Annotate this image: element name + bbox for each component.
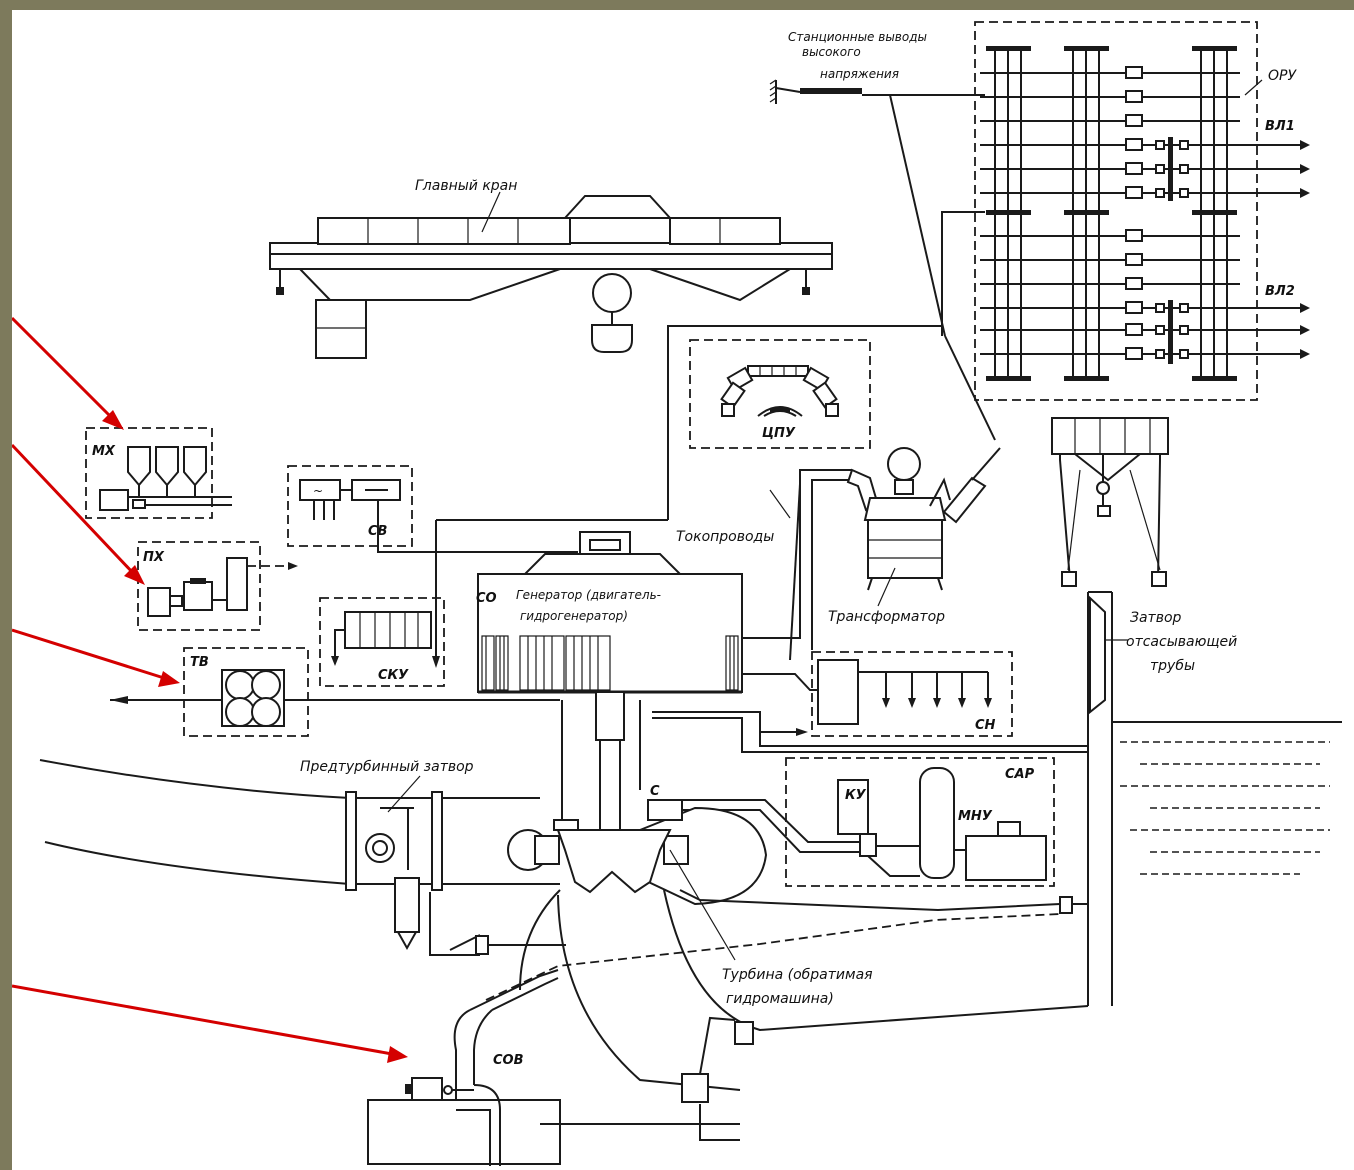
px-label: ПХ <box>143 550 165 565</box>
c-label: С <box>650 784 660 799</box>
so-label: СО <box>476 591 497 606</box>
cpu-label: ЦПУ <box>762 426 796 441</box>
sov-unit: СОВ <box>367 1053 740 1166</box>
main-crane: Главный кран <box>269 178 833 359</box>
busbars-label: Токопроводы <box>676 529 774 545</box>
gate-label-3: трубы <box>1150 658 1195 674</box>
station-outputs-label-1: Станционные выводы <box>788 30 927 44</box>
sar-unit: САР КУ МНУ <box>680 757 1055 887</box>
oru-switchyard: ОРУ ВЛ1 <box>941 21 1310 401</box>
schematic-sheet: Главный кран Станционные выводы высокого… <box>12 10 1354 1170</box>
gate-label-2: отсасывающей <box>1126 634 1237 650</box>
vl1-label: ВЛ1 <box>1265 119 1295 134</box>
ku-label: КУ <box>845 788 867 803</box>
busbars-transformer: Токопроводы Трансформатор <box>676 447 1001 661</box>
generator-label-2: гидрогенератор) <box>520 609 628 623</box>
tv-label: ТВ <box>190 655 209 670</box>
mx-unit: МХ <box>85 427 232 519</box>
sn-label: СН <box>975 718 996 733</box>
gate-label-1: Затвор <box>1130 610 1182 626</box>
pointer-arrow-mx <box>12 316 114 420</box>
turbine-label-1: Турбина (обратимая <box>722 967 873 983</box>
preturbine-gate-label: Предтурбинный затвор <box>300 759 474 775</box>
sov-label: СОВ <box>493 1053 524 1068</box>
sn-unit: СН <box>811 651 1013 737</box>
oru-label: ОРУ <box>1268 68 1297 84</box>
main-crane-label: Главный кран <box>415 178 517 194</box>
turbine-assembly: Предтурбинный затвор С Турбина (обратима… <box>39 759 1089 1141</box>
sku-unit: СКУ <box>319 597 445 687</box>
mx-label: МХ <box>92 444 116 459</box>
transformer-label: Трансформатор <box>828 609 945 625</box>
station-outputs-label-3: напряжения <box>820 67 899 81</box>
mnu-label: МНУ <box>958 809 993 824</box>
tv-unit: ТВ <box>110 647 560 737</box>
turbine-label-2: гидромашина) <box>726 991 834 1007</box>
generator: СО Генератор (двигатель- гидрогенератор) <box>476 484 1088 831</box>
draft-tube-gate: Затвор отсасывающей трубы <box>1051 417 1342 1006</box>
px-unit: ПХ <box>137 541 298 631</box>
pointer-arrow-tv <box>12 628 165 680</box>
pointer-arrows <box>12 316 408 1063</box>
pointer-arrow-px <box>12 443 136 576</box>
central-control-panel: ЦПУ <box>667 325 942 520</box>
sku-label: СКУ <box>378 668 409 683</box>
hydro-plant-schematic: Главный кран Станционные выводы высокого… <box>12 21 1342 1166</box>
sv-unit: ~ СВ <box>287 465 668 668</box>
vl2-label: ВЛ2 <box>1265 284 1295 299</box>
pointer-arrow-sov <box>12 984 393 1056</box>
generator-label-1: Генератор (двигатель- <box>516 588 661 602</box>
station-outputs-label-2: высокого <box>802 45 861 59</box>
svg-text:~: ~ <box>313 484 323 498</box>
sar-label: САР <box>1005 767 1035 782</box>
station-outputs: Станционные выводы высокого напряжения <box>769 30 996 441</box>
